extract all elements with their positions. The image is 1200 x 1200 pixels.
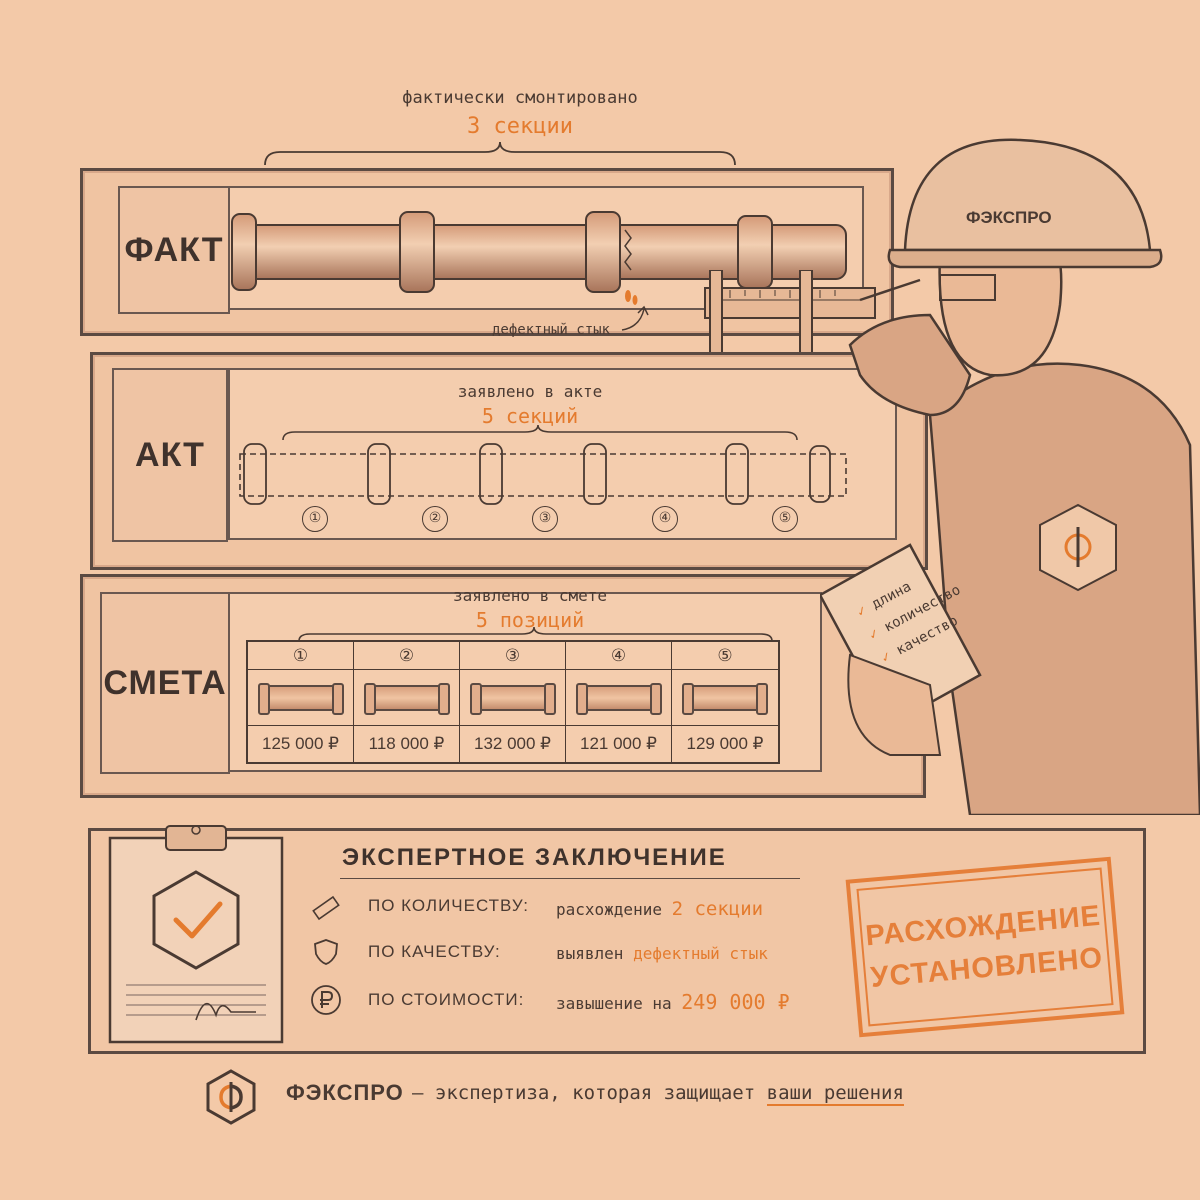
table-header-5: ⑤ <box>672 642 778 670</box>
table-price-5: 129 000 ₽ <box>686 734 764 753</box>
brand-logo-icon <box>206 1069 256 1125</box>
clipboard-icon <box>108 825 284 1044</box>
cost-value: завышение на 249 000 ₽ <box>556 990 790 1014</box>
table-price-2: 118 000 ₽ <box>354 726 460 762</box>
pipe-icon <box>363 682 450 715</box>
pipe-icon <box>257 682 344 715</box>
table-price-1: 125 000 ₽ <box>248 726 354 762</box>
defect-arrow-icon <box>621 305 649 331</box>
act-section-4: ④ <box>652 506 678 532</box>
pipe-icon <box>469 682 556 715</box>
declared-pipe-outline <box>239 443 847 505</box>
pipe-icon <box>682 682 768 715</box>
act-section-2: ② <box>422 506 448 532</box>
act-label: АКТ <box>112 368 228 542</box>
table-price-3: 132 000 ₽ <box>460 726 566 762</box>
cost-label: ПО СТОИМОСТИ: <box>368 990 525 1009</box>
pipe-drawing <box>231 211 847 305</box>
act-section-1: ① <box>302 506 328 532</box>
stamp-inner-border <box>856 867 1114 1027</box>
table-header-1: ① <box>248 642 354 670</box>
worker-illustration <box>820 138 1200 815</box>
quality-label: ПО КАЧЕСТВУ: <box>368 942 501 961</box>
table-pipe-4 <box>566 670 672 726</box>
table-price-4: 121 000 ₽ <box>566 726 672 762</box>
table-pipe-5 <box>672 670 778 726</box>
estimate-caption: заявлено в смете <box>452 586 608 605</box>
estimate-label-text: СМЕТА <box>103 663 227 702</box>
table-header-3: ③ <box>460 642 566 670</box>
quantity-value: расхождение 2 секции <box>556 898 764 920</box>
quantity-label: ПО КОЛИЧЕСТВУ: <box>368 896 529 915</box>
table-pipe-1 <box>248 670 354 726</box>
fact-label-text: ФАКТ <box>124 230 224 269</box>
quality-value: выявлен дефектный стык <box>556 944 768 963</box>
footer-tagline: — экспертиза, которая защищает ваши реше… <box>412 1082 904 1106</box>
act-brace <box>282 424 798 441</box>
table-header-4: ④ <box>566 642 672 670</box>
estimate-label: СМЕТА <box>100 592 230 774</box>
act-count: 5 секций <box>481 404 579 428</box>
caliper-icon <box>704 270 876 366</box>
estimate-count: 5 позиций <box>475 608 585 632</box>
act-caption: заявлено в акте <box>457 382 603 401</box>
shield-icon <box>314 939 338 965</box>
helmet-text: ФЭКСПРО <box>966 208 1052 227</box>
ruler-icon <box>312 895 340 921</box>
conclusion-divider <box>340 878 800 879</box>
discrepancy-stamp: РАСХОЖДЕНИЕ УСТАНОВЛЕНО <box>845 856 1125 1038</box>
top-brace <box>264 141 736 166</box>
defect-note: дефектный стык <box>492 322 611 338</box>
ruble-icon <box>311 985 341 1015</box>
estimate-inner <box>228 592 822 772</box>
estimate-table: ① ② ③ ④ ⑤ 125 000 ₽ 118 000 ₽ 132 000 ₽ … <box>246 640 780 764</box>
table-header-2: ② <box>354 642 460 670</box>
estimate-brace <box>298 626 773 642</box>
conclusion-title: ЭКСПЕРТНОЕ ЗАКЛЮЧЕНИЕ <box>342 844 727 871</box>
act-section-3: ③ <box>532 506 558 532</box>
act-section-5: ⑤ <box>772 506 798 532</box>
fact-count: 3 секции <box>467 114 573 139</box>
fact-label: ФАКТ <box>118 186 230 314</box>
pipe-icon <box>575 682 662 715</box>
table-pipe-3 <box>460 670 566 726</box>
table-pipe-2 <box>354 670 460 726</box>
act-label-text: АКТ <box>135 435 205 474</box>
footer-brand: ФЭКСПРО <box>286 1080 404 1105</box>
fact-caption: фактически смонтировано <box>402 88 638 108</box>
